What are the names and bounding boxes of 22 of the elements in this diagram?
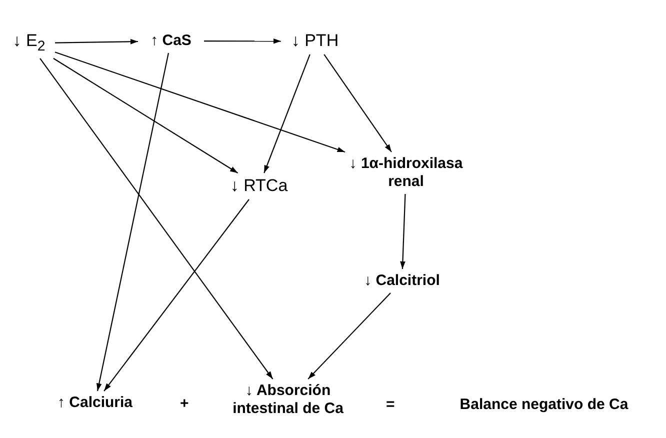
node-label: ↓ E$_{2}$ [12, 31, 46, 56]
node-label: ↓ RTCa [229, 176, 289, 196]
arrow [96, 52, 170, 392]
arrow [54, 52, 346, 153]
node-label: ↑ CaS [150, 32, 192, 50]
node-label: ↓ Calcitriol [363, 272, 441, 290]
arrow [308, 292, 391, 380]
arrow [40, 58, 274, 380]
node-label: ↑ Calciuria [56, 394, 134, 412]
operator-sign: + [180, 395, 189, 412]
node-label: ↓ PTH [290, 31, 340, 52]
arrow [53, 58, 238, 174]
arrow [264, 54, 310, 174]
node-label: Balance negativo de Ca [458, 396, 630, 414]
arrow [204, 38, 281, 44]
node-label: ↓ Absorción intestinal de Ca [232, 382, 344, 418]
arrow [55, 38, 138, 44]
arrow [324, 54, 392, 152]
operator-sign: = [386, 396, 395, 413]
arrow [104, 199, 250, 392]
arrow [400, 194, 406, 270]
node-label: ↓ 1α-hidroxilasa renal [348, 155, 464, 191]
